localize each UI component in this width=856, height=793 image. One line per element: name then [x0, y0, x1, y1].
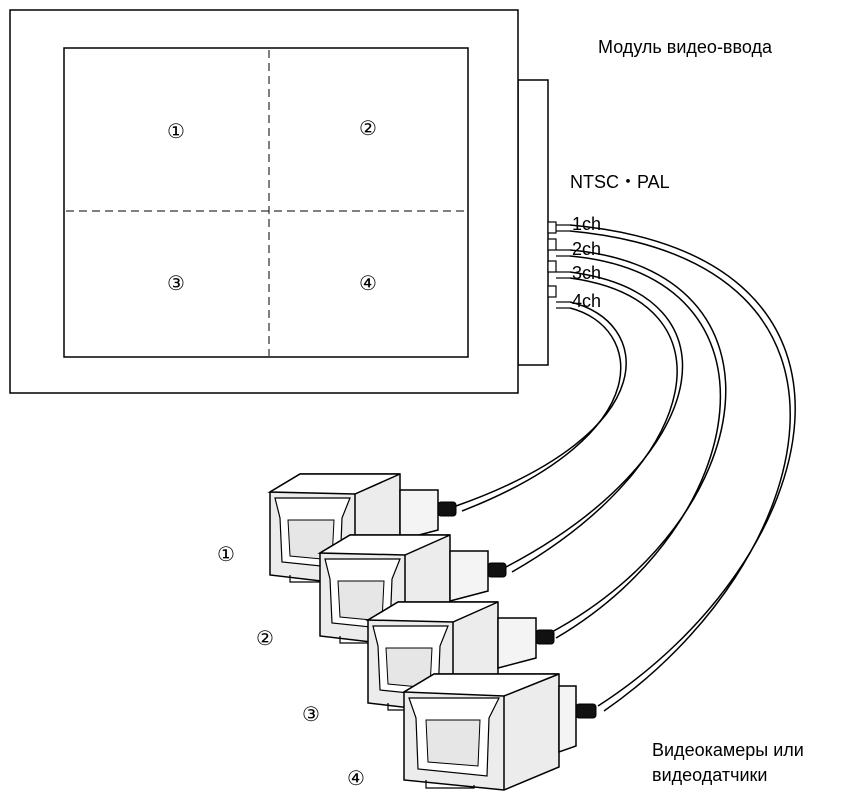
connector-4ch: [547, 285, 557, 298]
cable-4ch-outer: [455, 301, 627, 507]
connector-2ch: [547, 238, 557, 251]
cable-2ch-outer: [549, 249, 727, 634]
camera-top: [267, 473, 401, 495]
monitor-side-connector-panel: [517, 79, 549, 366]
quadrant-1-label: ①: [167, 119, 185, 143]
quadrant-3-label: ③: [167, 271, 185, 295]
camera-back-plate: [449, 550, 489, 602]
cameras-caption-line-2: видеодатчики: [652, 765, 767, 785]
camera-lens: [425, 719, 481, 767]
camera-foot: [425, 780, 475, 789]
camera-top: [365, 601, 499, 623]
cable-3ch-outer: [505, 271, 684, 568]
quadrant-4-label: ④: [359, 271, 377, 295]
monitor-screen: [63, 47, 469, 358]
channel-connectors: [547, 221, 570, 309]
cable-1ch-inner: [569, 230, 791, 712]
cables: [455, 224, 796, 712]
cable-1ch-outer: [569, 224, 796, 707]
camera-cable-plug: [487, 562, 507, 578]
cable-2ch-inner: [555, 255, 722, 639]
connector-3ch: [547, 260, 557, 273]
camera-4: [401, 673, 597, 791]
camera-number-2: ②: [256, 626, 274, 650]
camera-cable-plug: [535, 629, 555, 645]
channel-label-3: 3ch: [572, 263, 601, 283]
camera-number-4: ④: [347, 766, 365, 790]
monitor: ① ② ③ ④: [9, 9, 549, 394]
camera-back-plate: [399, 489, 439, 541]
camera-number-1: ①: [217, 542, 235, 566]
module-title: Модуль видео-ввода: [598, 37, 773, 57]
camera-cable-plug: [437, 501, 457, 517]
cameras-caption-line-1: Видеокамеры или: [652, 740, 804, 760]
quadrant-2-label: ②: [359, 116, 377, 140]
camera-number-3: ③: [302, 702, 320, 726]
cable-4ch-inner: [461, 307, 622, 512]
connector-1ch: [547, 221, 557, 234]
camera-back-plate: [558, 685, 577, 754]
channel-label-4: 4ch: [572, 291, 601, 311]
signal-standard-label: NTSC・PAL: [570, 172, 670, 192]
camera-top: [317, 534, 451, 556]
channel-label-2: 2ch: [572, 239, 601, 259]
camera-back-plate: [497, 617, 537, 669]
camera-cable-plug: [575, 703, 597, 719]
cable-3ch-inner: [511, 277, 678, 573]
channel-label-1: 1ch: [572, 214, 601, 234]
camera-top: [401, 673, 560, 697]
